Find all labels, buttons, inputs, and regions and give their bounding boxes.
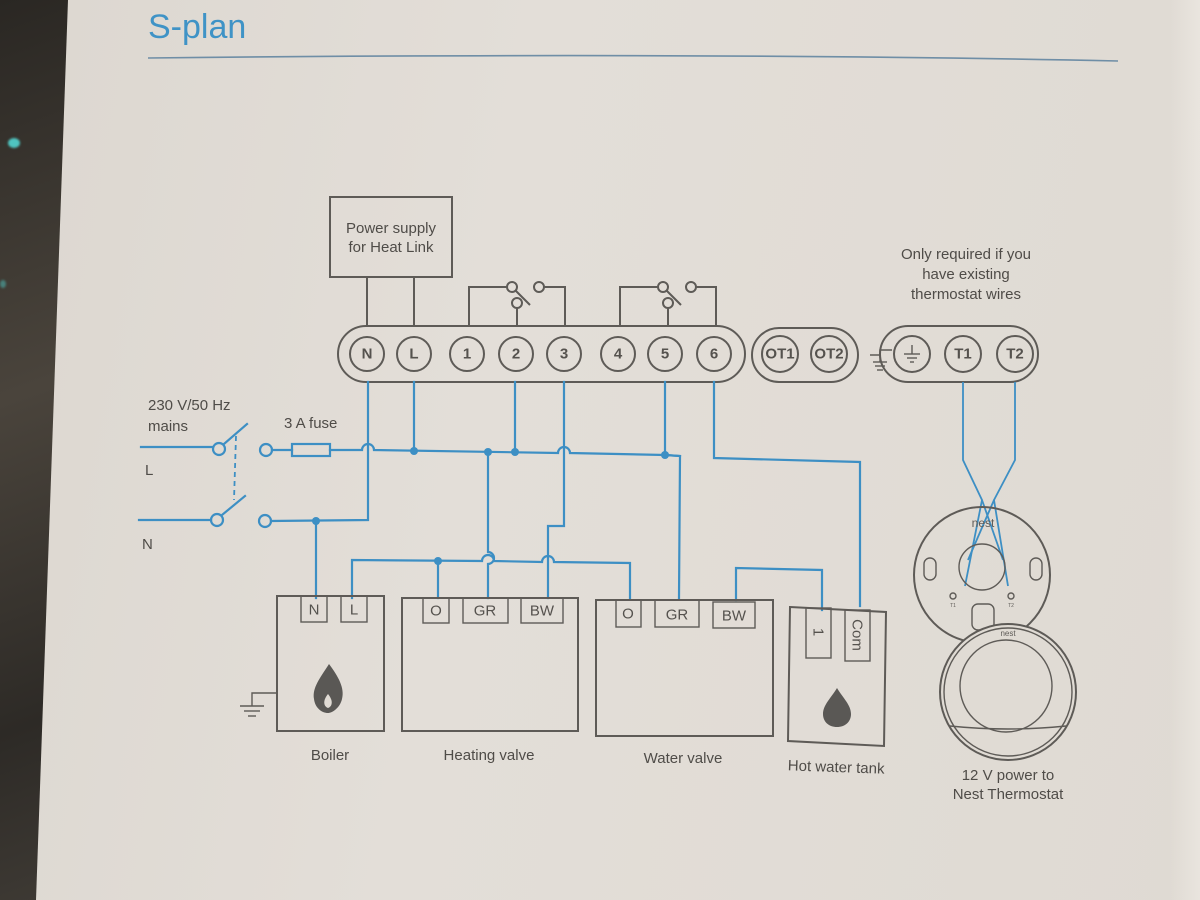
page-edge: [1170, 0, 1200, 900]
hot-water-tank-label: Hot water tank: [788, 757, 886, 777]
relay-switch-1: [468, 281, 566, 327]
nest-display-brand: nest: [1000, 629, 1016, 638]
water-valve-terminal-gr: GR: [666, 607, 689, 624]
fuse-symbol: [290, 442, 332, 458]
heating-valve-label: Heating valve: [444, 747, 535, 764]
heating-valve: O GR BW Heating valve: [401, 597, 579, 764]
terminal-5: [647, 336, 683, 372]
terminal-2: [498, 336, 534, 372]
water-drop-icon: [823, 688, 851, 727]
wiring: [269, 380, 1016, 612]
terminal-label: 6: [710, 346, 718, 363]
terminal-l: [396, 336, 432, 372]
terminal-4: [600, 336, 636, 372]
heating-valve-terminal-o: O: [430, 603, 442, 620]
nest-base-brand: nest: [972, 516, 995, 530]
heat-link-terminal-strip: N L 1 2 3 4 5 6: [337, 325, 746, 383]
terminal-label: 4: [614, 346, 623, 363]
tank-terminal-com: Com: [849, 619, 866, 651]
terminal-label: L: [409, 346, 418, 363]
hot-water-tank: 1 Com Hot water tank: [786, 605, 888, 778]
heating-valve-terminal-bw: BW: [530, 603, 555, 620]
terminal-label: 1: [463, 346, 471, 363]
nest-label-line2: Nest Thermostat: [953, 786, 1064, 803]
nest-label-line1: 12 V power to: [962, 767, 1055, 784]
background-light-glint: [0, 280, 6, 288]
terminal-earth: [893, 335, 931, 373]
nest-base-terminal-t1: T1: [950, 603, 956, 609]
flame-icon: [313, 664, 343, 713]
terminal-label: 2: [512, 346, 520, 363]
background-light-glint: [8, 138, 20, 148]
terminal-label: T2: [1006, 346, 1024, 363]
double-pole-isolator-switch: [137, 422, 274, 529]
terminal-6: [696, 336, 732, 372]
terminal-label: N: [362, 346, 373, 363]
terminal-ot1: [761, 335, 799, 373]
power-supply-label-line2: for Heat Link: [348, 239, 434, 256]
mains-label-line2: mains: [148, 418, 188, 435]
boiler-label: Boiler: [311, 747, 349, 764]
terminal-label: OT1: [765, 346, 794, 363]
water-valve: O GR BW Water valve: [595, 599, 774, 767]
boiler-terminal-l: L: [350, 602, 358, 619]
terminal-label: T1: [954, 346, 972, 363]
opentherm-terminal-strip: OT1 OT2: [751, 327, 859, 383]
screw-slot-left: [923, 557, 937, 581]
nest-thermostat: nest T1 T2 nest 12 V power to Nest Therm…: [913, 506, 1077, 803]
power-supply-box: Power supply for Heat Link: [329, 196, 453, 327]
thermostat-terminal-strip: T1 T2: [879, 325, 1039, 383]
boiler-terminal-n: N: [309, 602, 320, 619]
fuse-label: 3 A fuse: [284, 415, 337, 432]
terminal-ot2: [810, 335, 848, 373]
heating-valve-terminal-gr: GR: [474, 603, 497, 620]
water-valve-terminal-bw: BW: [722, 608, 747, 625]
water-valve-terminal-o: O: [622, 606, 634, 623]
page-title: S-plan: [148, 8, 246, 46]
terminal-1: [449, 336, 485, 372]
note-line1: Only required if you: [901, 246, 1031, 263]
terminal-t2: [996, 335, 1034, 373]
nest-display-screen: [959, 639, 1053, 733]
nest-base-terminal-t2: T2: [1008, 603, 1014, 609]
terminal-label: 5: [661, 346, 669, 363]
power-supply-label-line1: Power supply: [346, 220, 437, 237]
note-line3: thermostat wires: [911, 286, 1021, 303]
terminal-label: 3: [560, 346, 568, 363]
boiler-earth-wire: [251, 692, 277, 706]
junction-dots: [312, 447, 669, 565]
terminal-label: OT2: [814, 346, 843, 363]
terminal-3: [546, 336, 582, 372]
tank-terminal-1: 1: [810, 628, 827, 636]
mains-live-label: L: [145, 462, 153, 479]
screw-slot-right: [1029, 557, 1043, 581]
title-underline: [147, 54, 1119, 62]
relay-switch-2: [619, 281, 717, 327]
terminal-n: [349, 336, 385, 372]
mains-neutral-label: N: [142, 536, 153, 553]
water-valve-label: Water valve: [644, 750, 723, 767]
note-line2: have existing: [922, 266, 1010, 283]
terminal-t1: [944, 335, 982, 373]
mains-label-line1: 230 V/50 Hz: [148, 397, 231, 414]
boiler: N L Boiler: [240, 595, 385, 764]
earth-icon: [904, 345, 920, 363]
